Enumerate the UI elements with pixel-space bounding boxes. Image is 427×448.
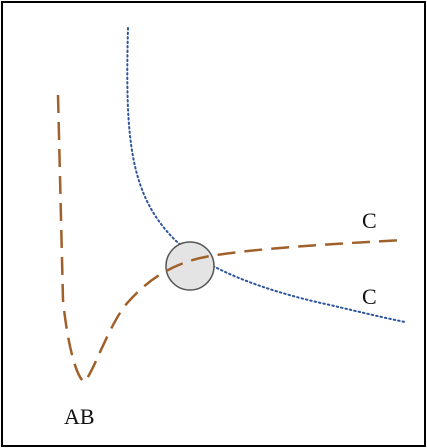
label-c-upper: C xyxy=(362,208,377,233)
label-ab: AB xyxy=(64,404,95,429)
dashed-curve xyxy=(56,94,406,384)
transition-state-circle xyxy=(165,241,215,291)
label-c-lower: C xyxy=(362,284,377,309)
